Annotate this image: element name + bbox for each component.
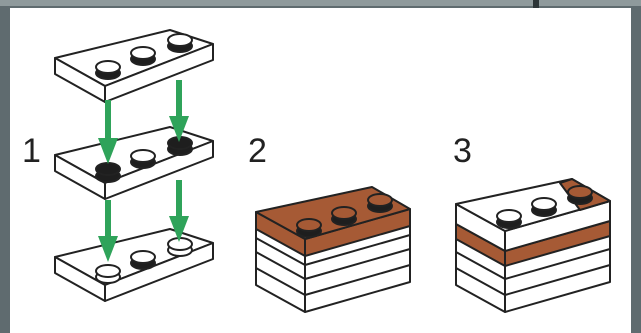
stud xyxy=(95,264,121,284)
arrow-down-icon xyxy=(169,80,189,142)
top-divider xyxy=(533,0,539,8)
arrow-down-icon xyxy=(169,180,189,242)
arrow-down-icon xyxy=(98,100,118,164)
wedge-plate-bottom xyxy=(54,228,214,302)
stud xyxy=(367,193,393,213)
step-1-number: 1 xyxy=(22,132,41,170)
stud xyxy=(531,197,557,217)
stud xyxy=(95,162,121,183)
stud xyxy=(567,185,593,205)
stud xyxy=(496,209,522,229)
stud xyxy=(130,250,156,270)
cake-stack-finished xyxy=(455,178,611,313)
wedge-plate-top xyxy=(54,29,214,103)
stud xyxy=(167,237,193,257)
stud xyxy=(95,60,121,80)
stud xyxy=(167,33,193,53)
stud xyxy=(130,46,156,66)
wedge-plate-middle xyxy=(54,126,214,200)
stud xyxy=(296,218,322,238)
stud xyxy=(130,149,156,169)
cake-stack-brown-top xyxy=(255,186,411,313)
step-2-number: 2 xyxy=(248,132,267,170)
stud xyxy=(331,206,357,226)
stud xyxy=(167,136,193,156)
step-3-number: 3 xyxy=(453,132,472,170)
top-strip xyxy=(0,0,641,6)
arrow-down-icon xyxy=(98,200,118,262)
